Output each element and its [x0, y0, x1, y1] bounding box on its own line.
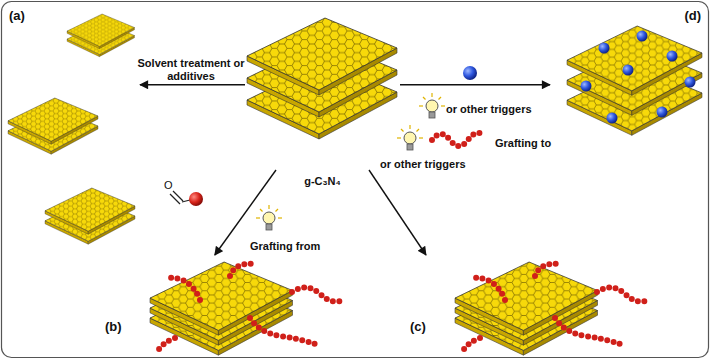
panel-letter: (c) — [410, 319, 426, 334]
monomer-icon — [170, 191, 203, 206]
sheet — [247, 18, 397, 95]
figure-panel: (b) — [100, 255, 305, 352]
double-bond — [173, 191, 183, 201]
polymer-chain — [250, 318, 315, 344]
polymer-chain — [292, 287, 345, 301]
polymer-chain — [555, 318, 620, 344]
annotation-label: O — [164, 179, 173, 192]
double-bond — [170, 194, 180, 204]
material-label: g-C₃N₄ — [304, 175, 341, 188]
blue-particle — [581, 81, 592, 92]
figure-panel: g-C₃N₄ — [245, 15, 400, 170]
figure-panel: (c) — [405, 255, 615, 352]
annotation-label: or other triggers — [446, 103, 532, 116]
figure-panel: (d) — [550, 5, 705, 205]
sheet — [45, 188, 135, 234]
sheet — [150, 262, 293, 335]
figure-panel: (a) — [5, 5, 140, 245]
sheet — [67, 14, 135, 49]
light-bulb — [419, 93, 445, 118]
blue-particle — [685, 77, 696, 88]
annotation-label: or other triggers — [380, 158, 466, 171]
grafted-stack — [455, 262, 650, 355]
blue-particle — [463, 66, 477, 80]
annotation-label: Solvent treatment or additives — [134, 57, 248, 83]
process-arrow — [140, 84, 245, 85]
blue-particle — [637, 31, 648, 42]
blue-particle — [607, 113, 618, 124]
panel-letter: (b) — [105, 319, 122, 334]
sheet — [455, 262, 598, 335]
sheet — [8, 98, 98, 144]
polymer-chain — [535, 264, 560, 276]
polymer-chain — [230, 264, 255, 276]
annotation-label: Grafting to — [495, 137, 551, 150]
polymer-chain — [157, 338, 175, 352]
process-arrow — [369, 170, 426, 255]
carbon-nitride-stack — [247, 18, 397, 139]
polymer-chain — [165, 278, 200, 300]
polymer-chain — [470, 278, 505, 300]
exfoliated-sheets — [8, 14, 135, 244]
single-bond — [182, 200, 190, 202]
light-bulb — [397, 125, 423, 150]
light-bulb — [256, 205, 282, 230]
blue-particle — [599, 43, 610, 54]
polymer-chain — [462, 338, 480, 352]
panel-letter: (a) — [9, 8, 25, 23]
process-arrow — [400, 84, 550, 85]
monomer-ball — [189, 192, 203, 206]
annotation-label: Grafting from — [250, 240, 320, 253]
sheet — [567, 26, 702, 95]
grafted-stack — [150, 262, 345, 355]
polymer-chain — [432, 133, 484, 146]
functionalised-stack — [567, 26, 702, 135]
blue-particle — [667, 51, 678, 62]
polymer-chain — [597, 287, 650, 301]
blue-particle — [623, 65, 634, 76]
blue-particle — [657, 107, 668, 118]
panel-letter: (d) — [684, 8, 701, 23]
